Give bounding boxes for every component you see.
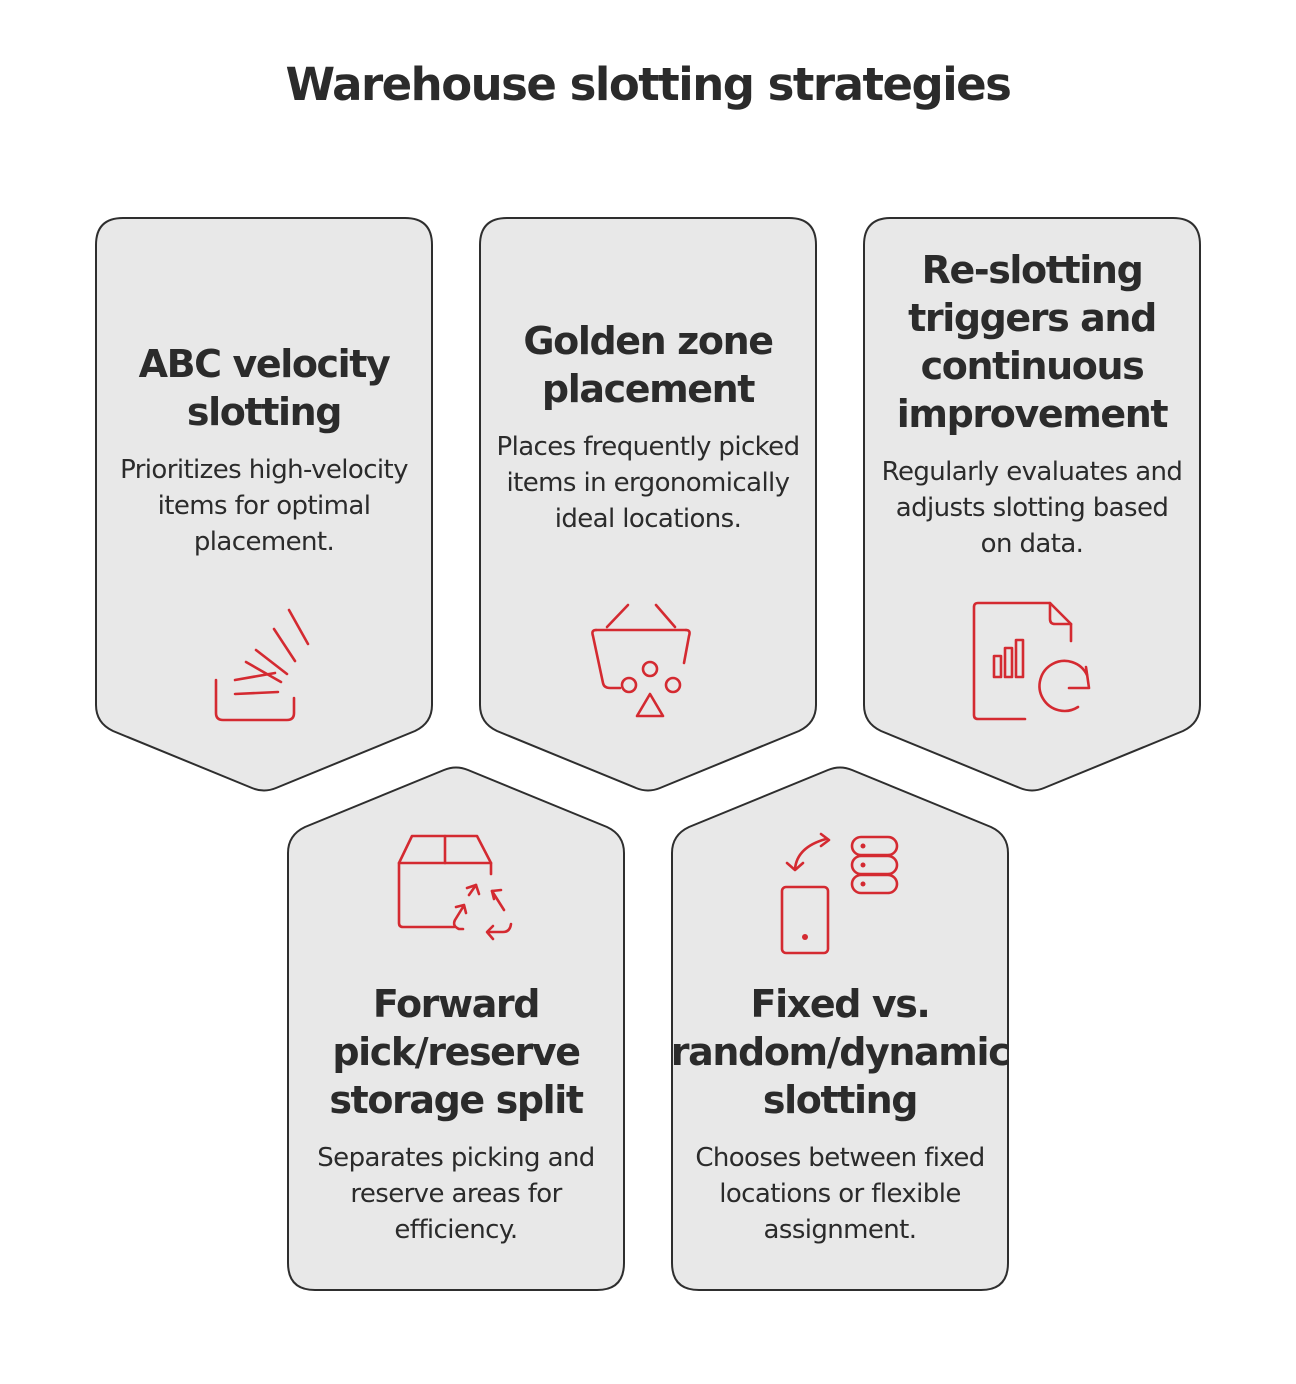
report-refresh-icon <box>967 600 1097 730</box>
card-fixed-vs-dynamic-slotting: Fixed vs. random/dynamic slotting Choose… <box>670 763 1011 1341</box>
card-description: Separates picking and reserve areas for … <box>317 1143 595 1245</box>
card-title: Forward pick/reserve storage split <box>329 982 584 1122</box>
card-golden-zone-placement: Golden zone placement Places frequently … <box>479 217 817 795</box>
basket-shapes-icon <box>583 600 713 730</box>
card-description: Regularly evaluates and adjusts slotting… <box>881 457 1183 559</box>
card-title: ABC velocity slotting <box>138 342 391 434</box>
card-re-slotting-triggers: Re-slotting triggers and continuous impr… <box>863 217 1201 795</box>
device-server-sync-icon <box>775 831 905 961</box>
card-title: Golden zone placement <box>523 319 774 411</box>
card-abc-velocity-slotting: ABC velocity slotting Prioritizes high-v… <box>95 217 433 795</box>
card-description: Chooses between fixed locations or flexi… <box>695 1143 985 1245</box>
card-shape-chevron-up <box>287 766 625 1291</box>
card-shape-chevron-down <box>95 217 433 792</box>
card-description: Prioritizes high-velocity items for opti… <box>120 455 408 557</box>
card-title: Re-slotting triggers and continuous impr… <box>896 248 1169 436</box>
card-description: Places frequently picked items in ergono… <box>496 432 801 534</box>
velocity-burst-icon <box>199 605 329 735</box>
box-recycle-icon <box>391 831 521 961</box>
card-shape-chevron-down <box>479 217 817 792</box>
card-shape-chevron-up <box>671 766 1009 1291</box>
card-title: Fixed vs. random/dynamic slotting <box>670 982 1011 1122</box>
card-forward-pick-reserve-split: Forward pick/reserve storage split Separ… <box>287 763 625 1341</box>
card-shape-chevron-down <box>863 217 1201 792</box>
page-title: Warehouse slotting strategies <box>285 58 1012 111</box>
